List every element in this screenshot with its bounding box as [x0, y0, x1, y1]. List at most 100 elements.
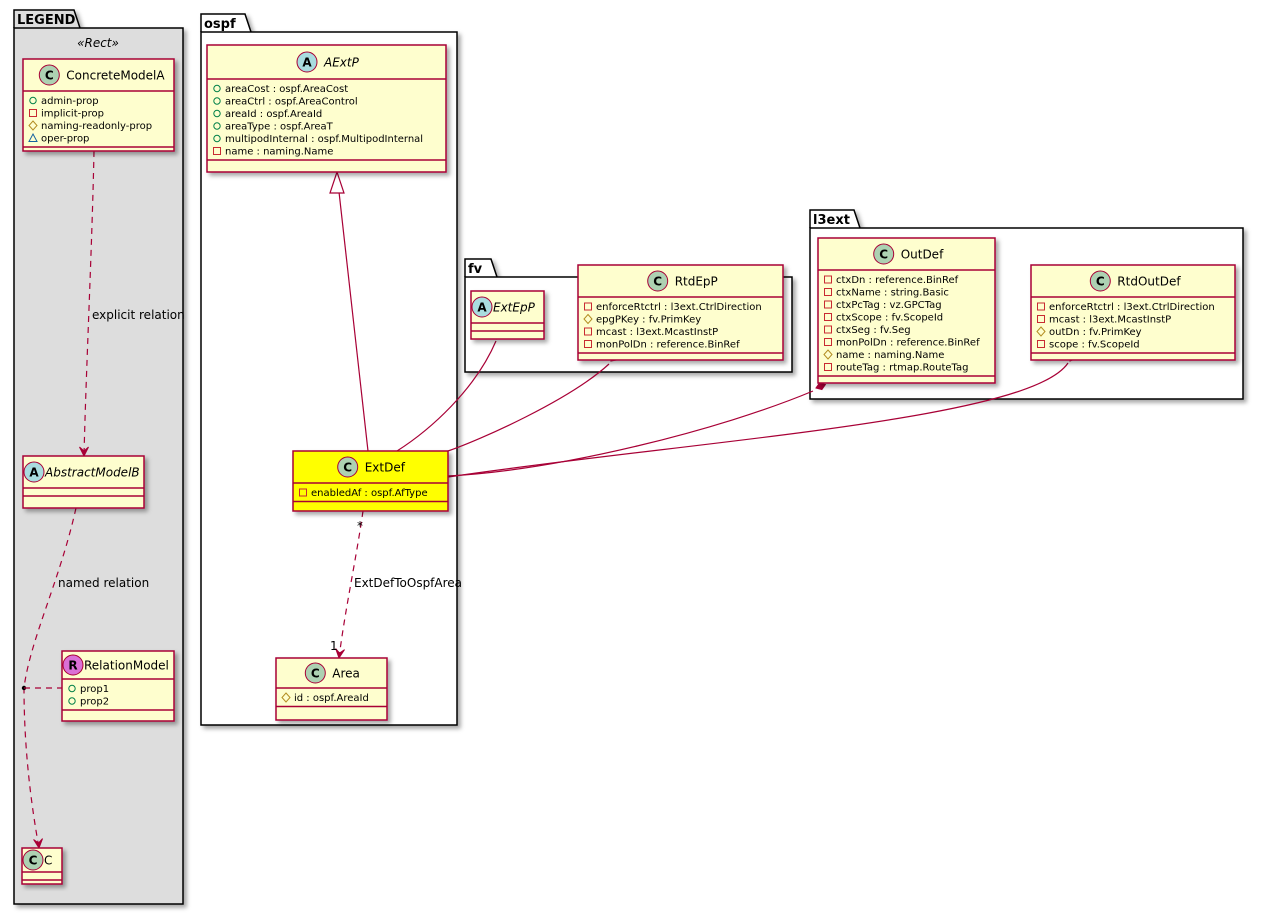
- badge-letter: A: [302, 56, 312, 70]
- private-visibility-icon: [299, 488, 307, 497]
- class-name: AExtP: [323, 56, 360, 70]
- private-visibility-icon: [824, 275, 832, 284]
- badge-letter: C: [311, 667, 320, 681]
- protected-visibility-icon: [28, 120, 38, 131]
- class-attribute: areaCost : ospf.AreaCost: [225, 84, 348, 95]
- package-tab: [809, 209, 861, 229]
- badge-letter: C: [653, 275, 662, 289]
- class-attribute: mcast : l3ext.McastInstP: [596, 327, 718, 338]
- arrow-head-icon: [335, 648, 345, 660]
- edge-extepp-extdef: [396, 340, 497, 452]
- class-name: RtdOutDef: [1117, 275, 1181, 289]
- class-attribute: name : naming.Name: [836, 350, 944, 361]
- edge-extdef-to-area-arrow: [335, 648, 345, 660]
- abstract-badge-icon: [296, 51, 318, 73]
- class-name: RelationModel: [84, 659, 169, 673]
- private-visibility-icon: [824, 338, 832, 346]
- class-name: ConcreteModelA: [66, 69, 165, 83]
- private-visibility-icon: [824, 325, 832, 334]
- class-attribute: multipodInternal : ospf.MultipodInternal: [225, 134, 423, 145]
- private-visibility-icon: [1037, 315, 1045, 323]
- class-attribute: routeTag : rtmap.RouteTag: [836, 363, 968, 374]
- edge-named-arrow: [33, 838, 44, 850]
- class-badge-icon: [873, 243, 895, 265]
- package-label: fv: [468, 262, 483, 277]
- generalization-triangle-icon: [329, 170, 345, 194]
- class-name: ExtDef: [365, 461, 406, 475]
- private-visibility-icon: [29, 109, 37, 117]
- composition-diamond-icon: [815, 382, 827, 391]
- class-box[interactable]: [1030, 264, 1236, 361]
- class-name: Area: [332, 667, 360, 681]
- class-name: RtdEpP: [675, 275, 718, 289]
- class-box[interactable]: [577, 264, 784, 361]
- public-visibility-icon: [213, 97, 221, 105]
- multiplicity-target: 1: [330, 639, 338, 653]
- package-label: l3ext: [813, 213, 850, 228]
- badge-letter: C: [1096, 275, 1105, 289]
- class-badge-icon: [22, 849, 44, 871]
- class-box[interactable]: [275, 657, 388, 721]
- private-visibility-icon: [213, 147, 221, 155]
- public-visibility-icon: [29, 96, 37, 105]
- class-attribute: epgPKey : fv.PrimKey: [596, 315, 701, 326]
- class-box[interactable]: [206, 44, 447, 173]
- class-attribute: enforceRtctrl : l3ext.CtrlDirection: [596, 302, 762, 313]
- public-visibility-icon: [68, 684, 76, 693]
- package-visibility-icon: [28, 132, 38, 142]
- class-attribute: enabledAf : ospf.AfType: [311, 488, 428, 499]
- class-box[interactable]: [22, 455, 145, 509]
- badge-letter: A: [29, 466, 39, 480]
- class-name: AbstractModelB: [44, 466, 140, 480]
- private-visibility-icon: [584, 340, 592, 348]
- edge-explicit-relation: [83, 150, 95, 457]
- class-extdef[interactable]: C ExtDef enabledAf : ospf.AfType: [292, 450, 449, 512]
- private-visibility-icon: [1037, 302, 1045, 311]
- private-visibility-icon: [1037, 340, 1045, 348]
- class-attribute: ctxName : string.Basic: [836, 288, 949, 299]
- abstract-badge-icon: [23, 461, 45, 483]
- class-abstractmodelb[interactable]: A AbstractModelB: [22, 455, 145, 509]
- public-visibility-icon: [68, 697, 76, 705]
- edge-generalization: [336, 173, 369, 452]
- class-attribute: implicit-prop: [41, 109, 104, 120]
- protected-visibility-icon: [281, 692, 291, 703]
- composition-outdef: [815, 382, 827, 391]
- class-aextp[interactable]: A AExtP areaCost : ospf.AreaCost areaCtrl :…: [206, 44, 447, 173]
- class-attribute: ctxSeg : fv.Seg: [836, 325, 911, 336]
- class-badge-icon: [647, 270, 669, 292]
- edge-rtdoutdef-extdef: [447, 362, 1069, 478]
- class-badge-icon: [1089, 270, 1111, 292]
- class-box[interactable]: [817, 237, 996, 384]
- package-label: ospf: [204, 17, 236, 32]
- public-visibility-icon: [213, 109, 221, 118]
- public-visibility-icon: [213, 134, 221, 143]
- class-name: C: [44, 854, 52, 868]
- public-visibility-icon: [213, 84, 221, 93]
- private-visibility-icon: [824, 363, 832, 371]
- class-rtdepp[interactable]: C RtdEpP enforceRtctrl : l3ext.CtrlDirecti…: [577, 264, 784, 361]
- private-visibility-icon: [584, 327, 592, 336]
- class-attribute: areaCtrl : ospf.AreaControl: [225, 97, 358, 108]
- badge-letter: A: [477, 301, 487, 315]
- class-badge-icon: [304, 662, 326, 684]
- badge-letter: C: [343, 461, 352, 475]
- class-attribute: outDn : fv.PrimKey: [1049, 327, 1142, 338]
- private-visibility-icon: [824, 313, 832, 321]
- class-attribute: prop1: [80, 684, 109, 695]
- class-attribute: name : naming.Name: [225, 147, 333, 158]
- private-visibility-icon: [824, 288, 832, 296]
- class-attribute: mcast : l3ext.McastInstP: [1049, 315, 1171, 326]
- class-attribute: areaId : ospf.AreaId: [225, 109, 322, 120]
- class-attribute: monPolDn : reference.BinRef: [836, 338, 980, 349]
- protected-visibility-icon: [823, 349, 833, 360]
- class-attribute: prop2: [80, 697, 109, 708]
- class-attribute: oper-prop: [41, 134, 89, 145]
